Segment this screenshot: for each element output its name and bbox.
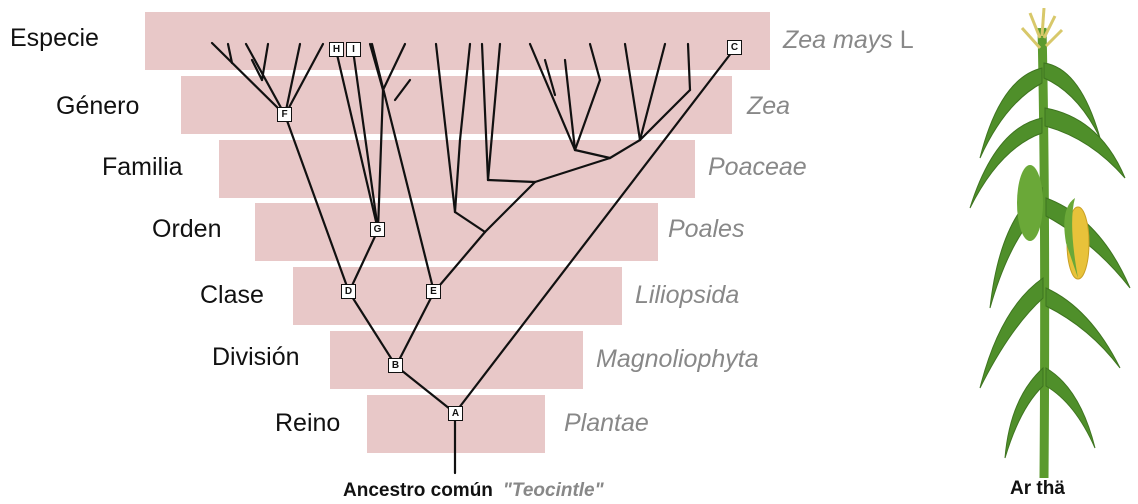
branch-b-d — [349, 292, 396, 366]
branch-e2-left — [455, 212, 485, 232]
branch-f-left — [212, 43, 285, 115]
branch-g-sub3 — [395, 80, 410, 100]
branch-poaceae-upper8 — [640, 44, 665, 140]
corn-leaves — [970, 63, 1130, 458]
branch-poaceae-left — [436, 44, 455, 212]
node-g: G — [370, 222, 385, 237]
corn-plant-illustration — [960, 8, 1135, 478]
branch-g-right — [378, 90, 383, 230]
branch-poaceae-upper5 — [590, 44, 600, 80]
node-b: B — [388, 358, 403, 373]
plant-caption: Ar thä — [1010, 478, 1065, 500]
node-h: H — [329, 42, 344, 57]
branch-poaceae-upper10 — [688, 44, 690, 90]
branch-poaceae-main — [535, 158, 610, 182]
node-c: C — [727, 40, 742, 55]
node-a: A — [448, 406, 463, 421]
branch-f-right — [285, 44, 323, 115]
branch-poaceae-sub2 — [488, 180, 535, 182]
corn-stalk — [1042, 28, 1045, 478]
node-e: E — [426, 284, 441, 299]
branch-poaceae-upper7 — [625, 44, 640, 140]
branch-e-right — [434, 232, 485, 292]
branch-b-e — [396, 292, 434, 366]
branch-poaceae-upper6 — [610, 140, 640, 158]
branch-g-sub1 — [383, 44, 405, 90]
corn-cob-lower — [1064, 198, 1089, 279]
node-d: D — [341, 284, 356, 299]
node-i: I — [346, 42, 361, 57]
corn-cob-upper — [1017, 165, 1043, 241]
branch-a-c — [455, 48, 735, 413]
branch-poaceae-sub4 — [488, 44, 500, 180]
branch-d-f — [285, 115, 349, 292]
ancestor-name: "Teocintle" — [503, 480, 604, 501]
branch-f-sub2 — [262, 44, 268, 80]
branch-e2-right — [485, 182, 535, 232]
branch-a-b — [396, 366, 455, 413]
ancestor-caption: Ancestro común "Teocintle" — [343, 480, 604, 502]
branch-d-g — [349, 230, 378, 292]
ancestor-label: Ancestro común — [343, 480, 493, 501]
node-f: F — [277, 107, 292, 122]
branch-poaceae-upper — [575, 150, 610, 158]
branch-poaceae-upper4 — [575, 80, 600, 150]
branch-poaceae-sub3 — [482, 44, 488, 180]
branch-poaceae-sub — [460, 44, 470, 140]
branch-f-mid2 — [285, 44, 300, 115]
branch-poaceae-mid — [455, 140, 460, 212]
